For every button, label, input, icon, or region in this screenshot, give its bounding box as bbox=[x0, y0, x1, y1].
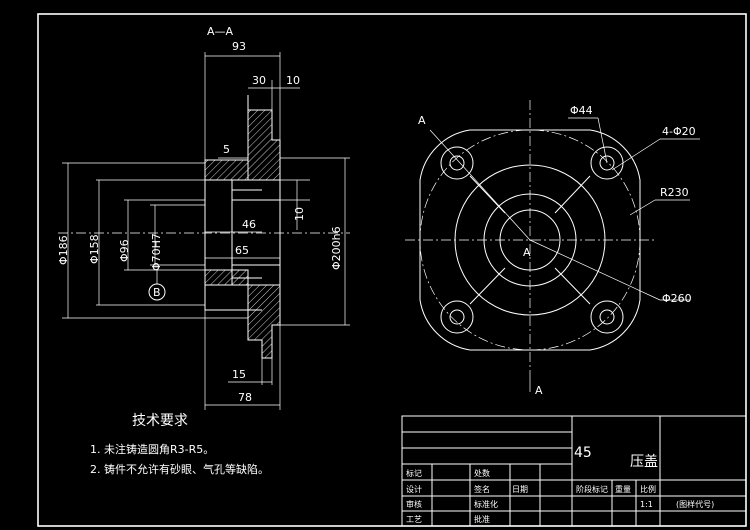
technical-notes: 技术要求 1. 未注铸造圆角R3-R5。 2. 铸件不允许有砂眼、气孔等缺陷。 bbox=[90, 413, 269, 476]
dim-5: 5 bbox=[223, 143, 230, 156]
tb-drawing-no: (图样代号) bbox=[676, 499, 714, 509]
tb-cell: 日期 bbox=[512, 485, 528, 494]
dim-93: 93 bbox=[232, 40, 246, 53]
tb-cell: 批准 bbox=[474, 514, 490, 524]
dim-d186: Φ186 bbox=[57, 235, 70, 265]
dim-78: 78 bbox=[238, 391, 252, 404]
drawing-border bbox=[37, 13, 747, 527]
dim-65: 65 bbox=[235, 244, 249, 257]
label-d260: Φ260 bbox=[662, 292, 692, 305]
dim-d70: Φ70H7 bbox=[150, 233, 163, 271]
tb-cell: 签名 bbox=[474, 484, 490, 494]
dim-d158: Φ158 bbox=[88, 234, 101, 264]
tb-cell: 阶段标记 bbox=[576, 484, 608, 494]
tb-cell: 重量 bbox=[615, 484, 631, 494]
title-block: 45 压盖 1:1 (图样代号) 标记 处数 设计 审核 工艺 签名 标准化 日… bbox=[401, 415, 747, 527]
dim-d200: Φ200h6 bbox=[330, 226, 343, 270]
dim-15: 15 bbox=[232, 368, 246, 381]
section-view-label: A—A bbox=[207, 25, 234, 38]
tb-cell: 处数 bbox=[474, 468, 490, 478]
dim-46: 46 bbox=[242, 218, 256, 231]
tb-cell: 审核 bbox=[406, 499, 422, 509]
tb-cell: 工艺 bbox=[406, 515, 422, 524]
tb-cell: 比例 bbox=[640, 484, 656, 494]
note-1: 1. 未注铸造圆角R3-R5。 bbox=[90, 442, 214, 456]
section-mark-center: A bbox=[523, 246, 531, 259]
tb-part-name: 压盖 bbox=[630, 454, 658, 470]
tb-cell: 标记 bbox=[406, 468, 422, 478]
tb-cell: 标准化 bbox=[474, 499, 498, 509]
tb-scale: 1:1 bbox=[640, 500, 653, 509]
datum-b: B bbox=[153, 286, 161, 299]
dim-30: 30 bbox=[252, 74, 266, 87]
notes-title: 技术要求 bbox=[132, 413, 188, 429]
dim-10-top: 10 bbox=[286, 74, 300, 87]
tb-material: 45 bbox=[574, 445, 592, 461]
section-view: A—A 93 30 10 5 10 46 bbox=[57, 25, 350, 410]
plan-view: A A A Φ44 4-Φ20 R230 Φ260 bbox=[405, 100, 700, 397]
label-d44: Φ44 bbox=[570, 104, 593, 117]
label-holes: 4-Φ20 bbox=[662, 125, 696, 138]
note-2: 2. 铸件不允许有砂眼、气孔等缺陷。 bbox=[90, 462, 269, 476]
label-r230: R230 bbox=[660, 186, 689, 199]
tb-cell: 设计 bbox=[406, 484, 422, 494]
dim-d96: Φ96 bbox=[118, 239, 131, 262]
section-mark-top: A bbox=[418, 114, 426, 127]
dim-10-right: 10 bbox=[293, 207, 306, 221]
section-mark-bottom: A bbox=[535, 384, 543, 397]
